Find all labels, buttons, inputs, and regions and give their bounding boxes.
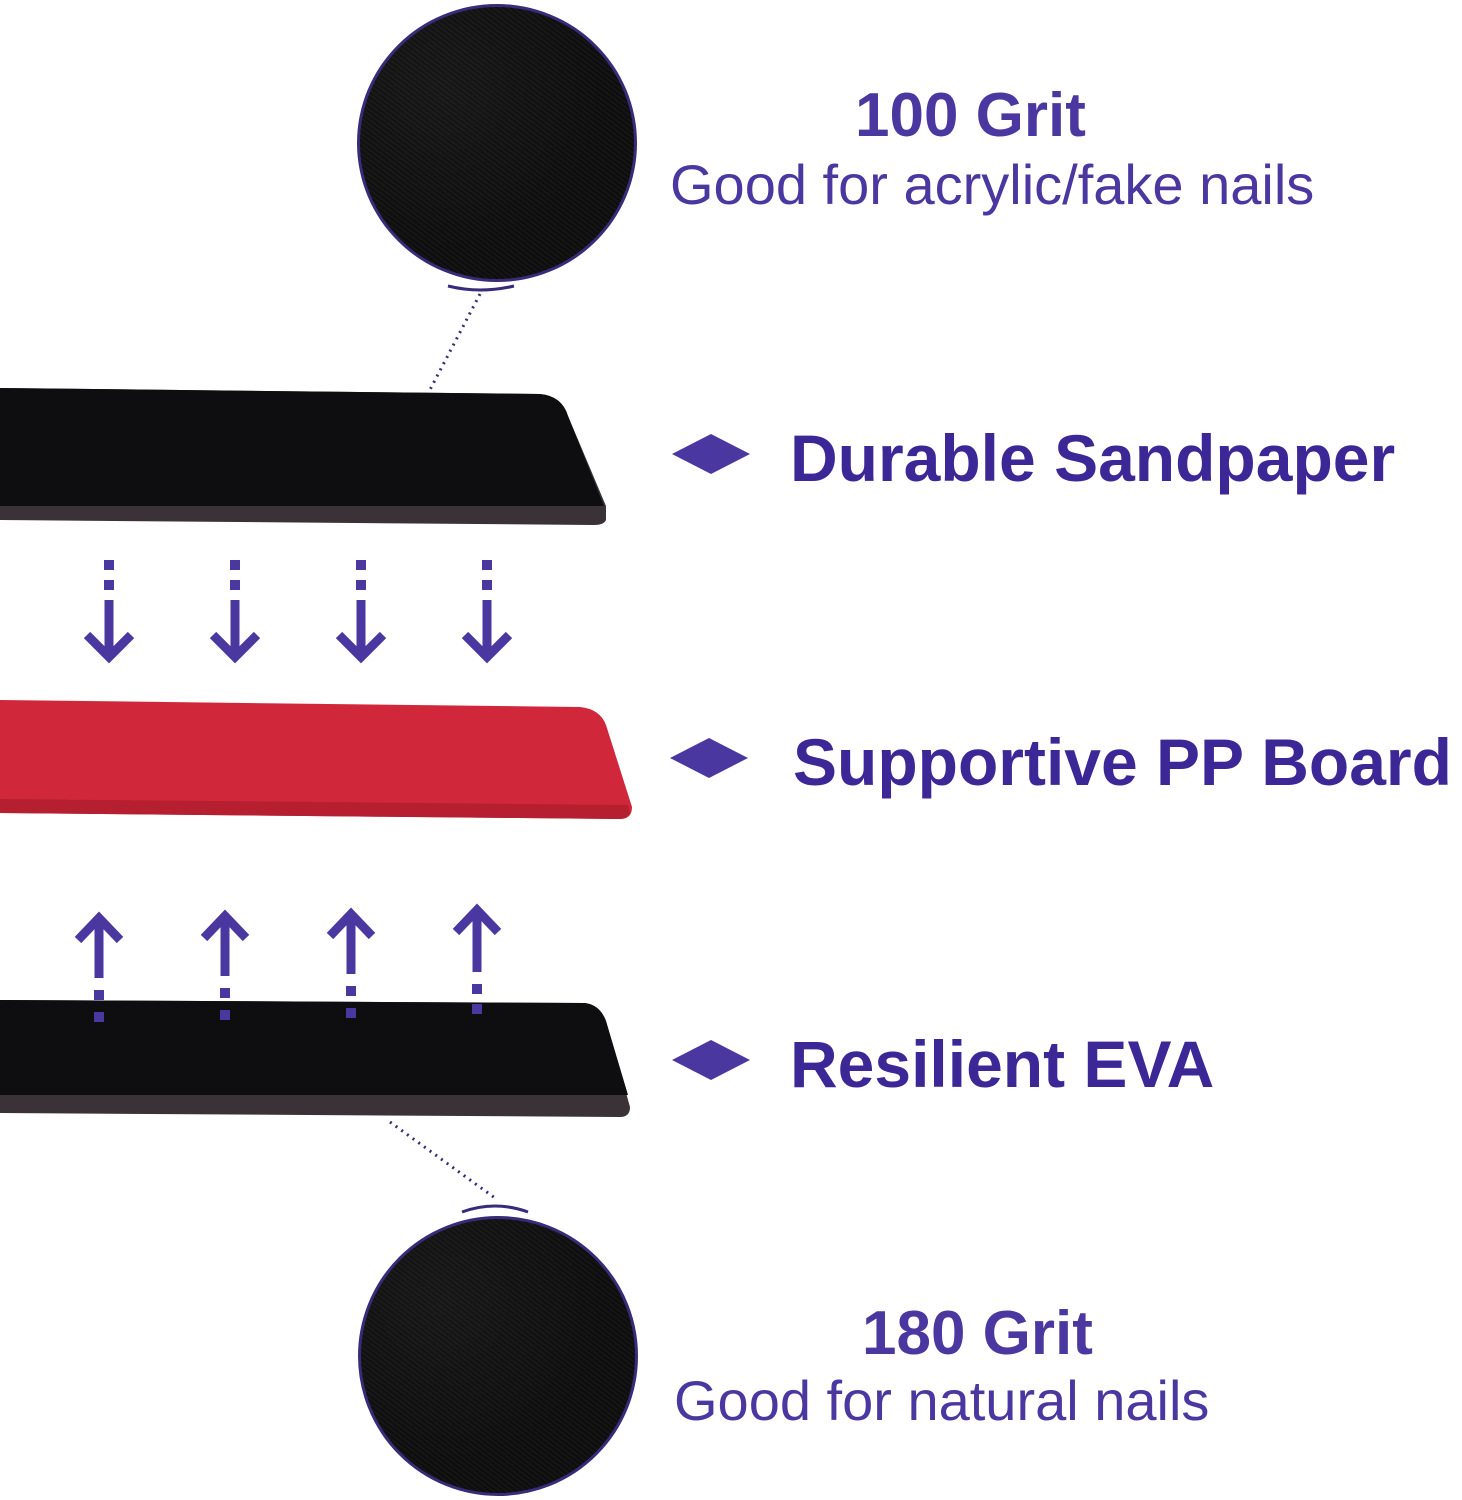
dashed-arrow-down-icon [83, 560, 135, 664]
arrows-up-group [74, 903, 502, 1022]
dashed-arrow-up-icon [200, 909, 250, 1020]
layer-label-pp-board: Supportive PP Board [793, 725, 1452, 799]
arrows-down-group [83, 560, 513, 664]
grit-100-magnified-circle [357, 4, 637, 282]
dashed-arrow-up-icon [74, 911, 124, 1022]
connector-line-top [408, 284, 515, 429]
connector-line-bottom [389, 1120, 529, 1214]
eva-strip [0, 1000, 630, 1117]
grit-100-title: 100 Grit [855, 81, 1086, 150]
layer-label-sandpaper: Durable Sandpaper [790, 421, 1396, 495]
diamond-bullet-icon [672, 1040, 750, 1080]
diamond-bullet-icon [672, 434, 750, 474]
grit-180-magnified-circle [358, 1216, 638, 1496]
dashed-arrow-down-icon [335, 560, 387, 664]
dashed-arrow-down-icon [461, 560, 513, 664]
sandpaper-strip [0, 388, 606, 525]
dashed-arrow-up-icon [326, 907, 376, 1018]
pp-board-strip [0, 700, 632, 819]
layer-label-eva: Resilient EVA [790, 1027, 1215, 1101]
dashed-arrow-up-icon [452, 903, 502, 1014]
grit-180-description: Good for natural nails [674, 1369, 1210, 1432]
dashed-arrow-down-icon [209, 560, 261, 664]
diamond-bullet-icon [670, 738, 748, 778]
grit-180-title: 180 Grit [862, 1299, 1093, 1368]
grit-100-description: Good for acrylic/fake nails [670, 153, 1315, 216]
